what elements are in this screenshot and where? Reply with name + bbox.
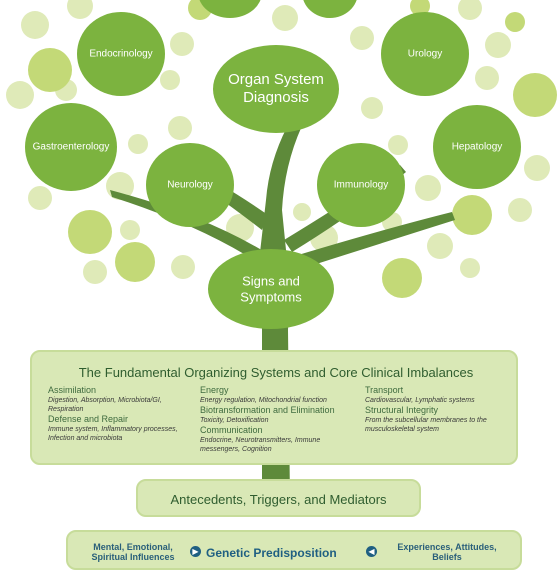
core-imbalances-title: The Fundamental Organizing Systems and C… [78, 365, 474, 380]
arrow-right-icon: ▶ [190, 546, 201, 557]
system-transport-desc: Cardiovascular, Lymphatic systems [365, 397, 475, 404]
system-assimilation-desc: Digestion, Absorption, Microbiota/GI, Re… [48, 397, 162, 413]
system-structural-integrity-desc: From the subcellular membranes to the mu… [365, 417, 487, 433]
leaf-neurology: Neurology [167, 179, 213, 191]
root-genetic-predisposition: Genetic Predisposition [206, 546, 337, 560]
system-biotransformation-desc: Toxicity, Detoxification [200, 417, 269, 424]
leaf-hepatology: Hepatology [451, 141, 503, 153]
system-assimilation: Assimilation [48, 385, 97, 395]
system-energy: Energy [200, 385, 229, 395]
system-biotransformation: Biotransformation and Elimination [200, 405, 335, 415]
root-experiences-attitudes: Experiences, Attitudes, Beliefs [397, 542, 497, 562]
system-transport: Transport [365, 385, 404, 395]
system-communication-desc: Endocrine, Neurotransmitters, Immune mes… [200, 437, 321, 453]
core-column-3: Transport Cardiovascular, Lymphatic syst… [365, 385, 505, 434]
antecedents-label: Antecedents, Triggers, and Mediators [170, 492, 387, 507]
leaf-endocrinology: Endocrinology [89, 48, 153, 60]
core-column-2: Energy Energy regulation, Mitochondrial … [200, 385, 360, 454]
core-column-1: Assimilation Digestion, Absorption, Micr… [48, 385, 198, 443]
root-mental-emotional: Mental, Emotional, Spiritual Influences [91, 542, 175, 562]
system-structural-integrity: Structural Integrity [365, 405, 439, 415]
leaf-urology: Urology [407, 48, 443, 60]
organ-system-diagnosis-node: Organ System Diagnosis [228, 71, 324, 106]
system-communication: Communication [200, 425, 263, 435]
system-defense-repair-desc: Immune system, Inflammatory processes, I… [48, 426, 178, 442]
arrow-left-icon: ◀ [366, 546, 377, 557]
system-energy-desc: Energy regulation, Mitochondrial functio… [200, 397, 327, 404]
system-defense-repair: Defense and Repair [48, 414, 129, 424]
roots-panel: Mental, Emotional, Spiritual Influences … [66, 530, 522, 570]
antecedents-panel: Antecedents, Triggers, and Mediators [136, 479, 421, 517]
core-imbalances-panel: The Fundamental Organizing Systems and C… [30, 350, 518, 465]
leaf-gastroenterology: Gastroenterology [32, 141, 110, 153]
signs-and-symptoms-node: Signs and Symptoms [240, 273, 302, 304]
leaf-immunology: Immunology [333, 179, 389, 191]
